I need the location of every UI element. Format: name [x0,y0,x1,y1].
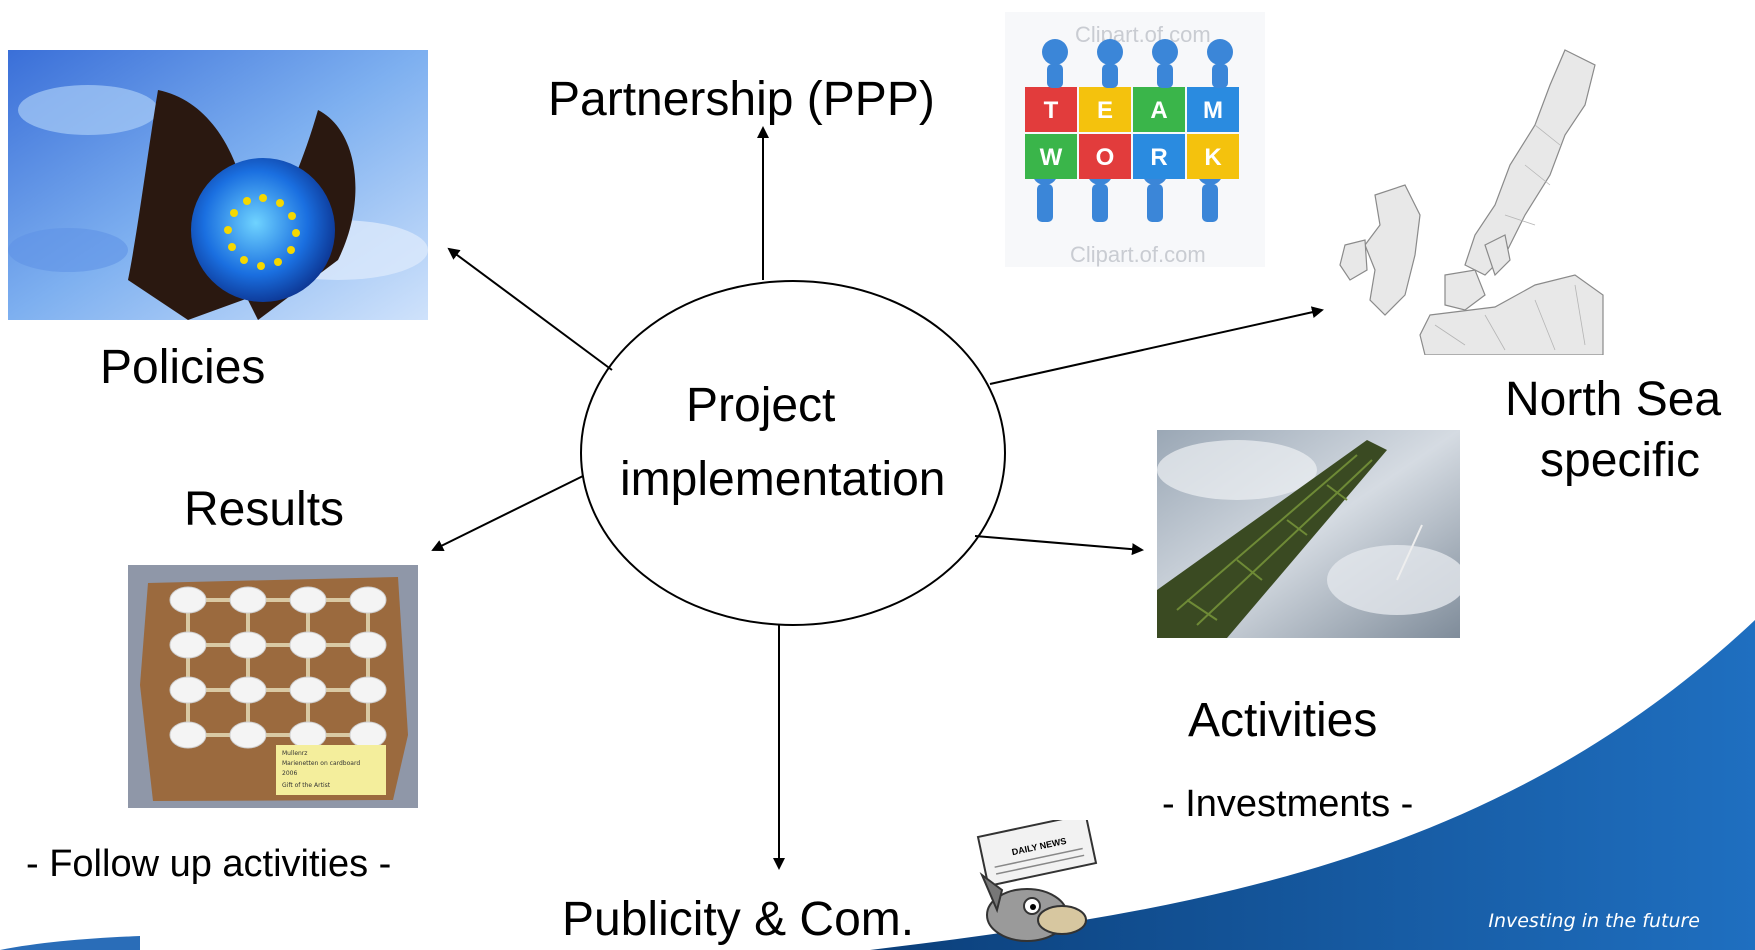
publicity-label: Publicity & Com. [562,893,915,946]
arrow-to-policies [447,247,613,371]
puzzle-letter: W [1040,144,1063,171]
note-line: Mullenrz [282,750,307,757]
teamwork-puzzle-image: Clipart.of.com Clipart.of.com T E A M W … [1005,12,1265,267]
puzzle-letter: T [1044,97,1059,124]
arrow-to-results [431,475,584,551]
center-label-line1: Project [686,379,836,432]
north-sea-image [1335,45,1605,355]
footer-tagline: Investing in the future [1488,910,1700,932]
center-label-line2: implementation [620,453,946,506]
europe-map-image [1335,45,1605,355]
publicity-image: DAILY NEWS [972,820,1112,950]
partnership-label: Partnership (PPP) [548,73,935,126]
results-sublabel: - Follow up activities - [26,843,392,885]
partnership-image: Clipart.of.com Clipart.of.com T E A M W … [1005,12,1265,267]
newspaper-dog-image: DAILY NEWS [976,820,1098,942]
puzzle-letter: K [1204,144,1222,171]
puzzle-letter: A [1150,97,1167,124]
puzzle-letter: M [1203,97,1223,124]
watermark-top: Clipart.of.com [1075,22,1211,47]
note-line: 2006 [282,770,297,777]
activities-sublabel: - Investments - [1162,783,1414,825]
north-sea-label-line2: specific [1540,434,1701,487]
north-sea-label-line1: North Sea [1505,373,1722,426]
puzzle-letter: R [1150,144,1167,171]
arrow-to-north-sea [989,306,1324,385]
puzzle-letter: E [1097,97,1113,124]
globe-in-hands-image [8,50,428,320]
puzzle-letter: O [1096,144,1115,171]
note-line: Marienetten on cardboard [282,760,360,767]
note-line: Gift of the Artist [282,782,331,789]
center-ellipse [580,280,1006,626]
activities-label: Activities [1188,694,1378,747]
arrow-to-activities [974,535,1144,556]
watermark-bottom: Clipart.of.com [1070,242,1206,267]
results-label: Results [184,483,345,536]
cardboard-model-image: Mullenrz Marienetten on cardboard 2006 G… [128,565,418,808]
activities-image [1157,430,1460,638]
policies-image [8,50,428,320]
results-image: Mullenrz Marienetten on cardboard 2006 G… [128,565,418,808]
drilling-tower-image [1157,430,1460,638]
policies-label: Policies [100,341,266,394]
